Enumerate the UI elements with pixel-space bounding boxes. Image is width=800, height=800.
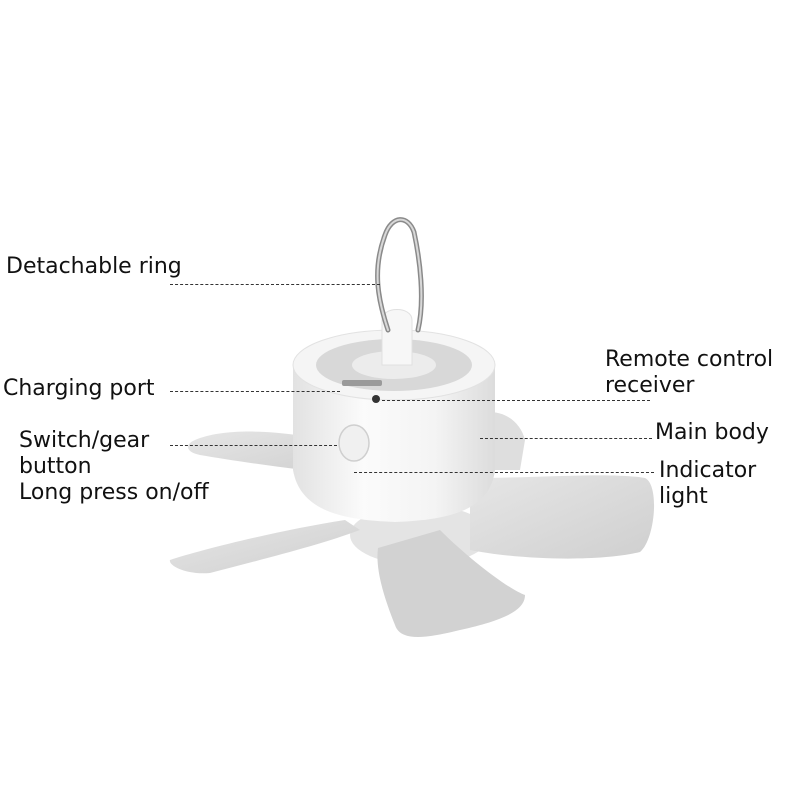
- label-remote-control-receiver: Remote control receiver: [605, 347, 773, 399]
- label-line: Main body: [655, 420, 769, 445]
- label-detachable-ring: Detachable ring: [6, 254, 182, 280]
- switch-button-shape: [338, 424, 370, 462]
- label-charging-port: Charging port: [3, 376, 155, 402]
- label-switch-gear-button: Switch/gear button Long press on/off: [19, 428, 209, 506]
- label-line: Indicator: [659, 458, 757, 483]
- leader-indicator-light: [354, 472, 654, 473]
- leader-charging-port: [170, 391, 340, 392]
- label-line: light: [659, 484, 708, 509]
- leader-detachable-ring: [170, 284, 380, 285]
- label-line: Switch/gear: [19, 428, 150, 453]
- label-main-body: Main body: [655, 420, 769, 446]
- label-line: receiver: [605, 373, 695, 398]
- label-line: Charging port: [3, 376, 155, 401]
- leader-main-body: [480, 438, 652, 439]
- fan-blade-right: [470, 475, 655, 559]
- fan-blade-front: [377, 530, 525, 637]
- leader-switch-button: [170, 445, 337, 446]
- leader-remote-control-receiver: [382, 400, 650, 401]
- label-line: button: [19, 454, 92, 479]
- label-line: Detachable ring: [6, 254, 182, 279]
- fan-blade-left-lower: [169, 520, 360, 574]
- label-line: Remote control: [605, 347, 774, 372]
- carabiner-shape: [375, 217, 424, 333]
- label-indicator-light: Indicator light: [659, 458, 756, 510]
- label-line: Long press on/off: [19, 480, 209, 505]
